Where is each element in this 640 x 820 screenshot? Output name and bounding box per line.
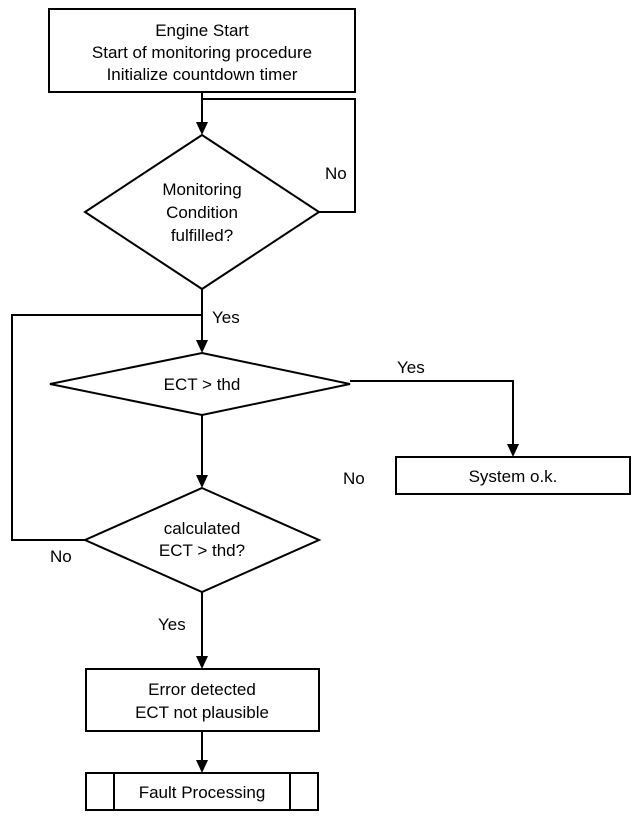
calculated-ect-decision: calculated ECT > thd? — [82, 486, 322, 594]
error-box-line-1: Error detected — [148, 680, 256, 699]
start-box-line-3: Initialize countdown timer — [107, 65, 298, 84]
arrowhead-calculated-top — [196, 475, 208, 488]
start-box-line-2: Start of monitoring procedure — [92, 43, 312, 62]
system-ok-box: System o.k. — [395, 456, 631, 495]
connector-ect-yes-to-system-ok — [350, 380, 514, 445]
connector-monitoring-no-loop — [202, 98, 356, 213]
start-box-line-1: Engine Start — [155, 21, 249, 40]
ect-decision-label: ECT > thd — [164, 375, 241, 394]
start-process-box: Engine Start Start of monitoring procedu… — [48, 8, 356, 93]
label-yes-ect: Yes — [397, 358, 425, 377]
ect-threshold-decision: ECT > thd — [49, 351, 351, 417]
error-box-line-2: ECT not plausible — [135, 703, 269, 722]
monitoring-decision-line-2: Condition — [166, 203, 238, 222]
error-detected-box: Error detected ECT not plausible — [85, 668, 320, 732]
arrowhead-error-top — [196, 656, 208, 669]
arrowhead-monitoring-top — [196, 122, 208, 135]
fault-processing-label: Fault Processing — [139, 783, 266, 802]
arrowhead-fault-top — [196, 760, 208, 773]
label-yes-calculated: Yes — [158, 615, 186, 634]
label-yes-monitoring: Yes — [212, 308, 240, 327]
label-no-calculated: No — [50, 547, 72, 566]
arrowhead-system-ok — [507, 444, 519, 457]
label-no-monitoring: No — [325, 164, 347, 183]
monitoring-decision-line-3: fulfilled? — [171, 226, 233, 245]
arrowhead-ect-top — [196, 340, 208, 353]
label-no-ect: No — [343, 469, 365, 488]
monitoring-condition-decision: Monitoring Condition fulfilled? — [83, 133, 321, 291]
system-ok-label: System o.k. — [469, 467, 558, 486]
monitoring-decision-line-1: Monitoring — [162, 180, 241, 199]
calculated-decision-line-1: calculated — [164, 519, 241, 538]
connector-calculated-no-loop — [11, 314, 202, 541]
calculated-decision-line-2: ECT > thd? — [159, 541, 245, 560]
fault-processing-box: Fault Processing — [85, 772, 319, 811]
